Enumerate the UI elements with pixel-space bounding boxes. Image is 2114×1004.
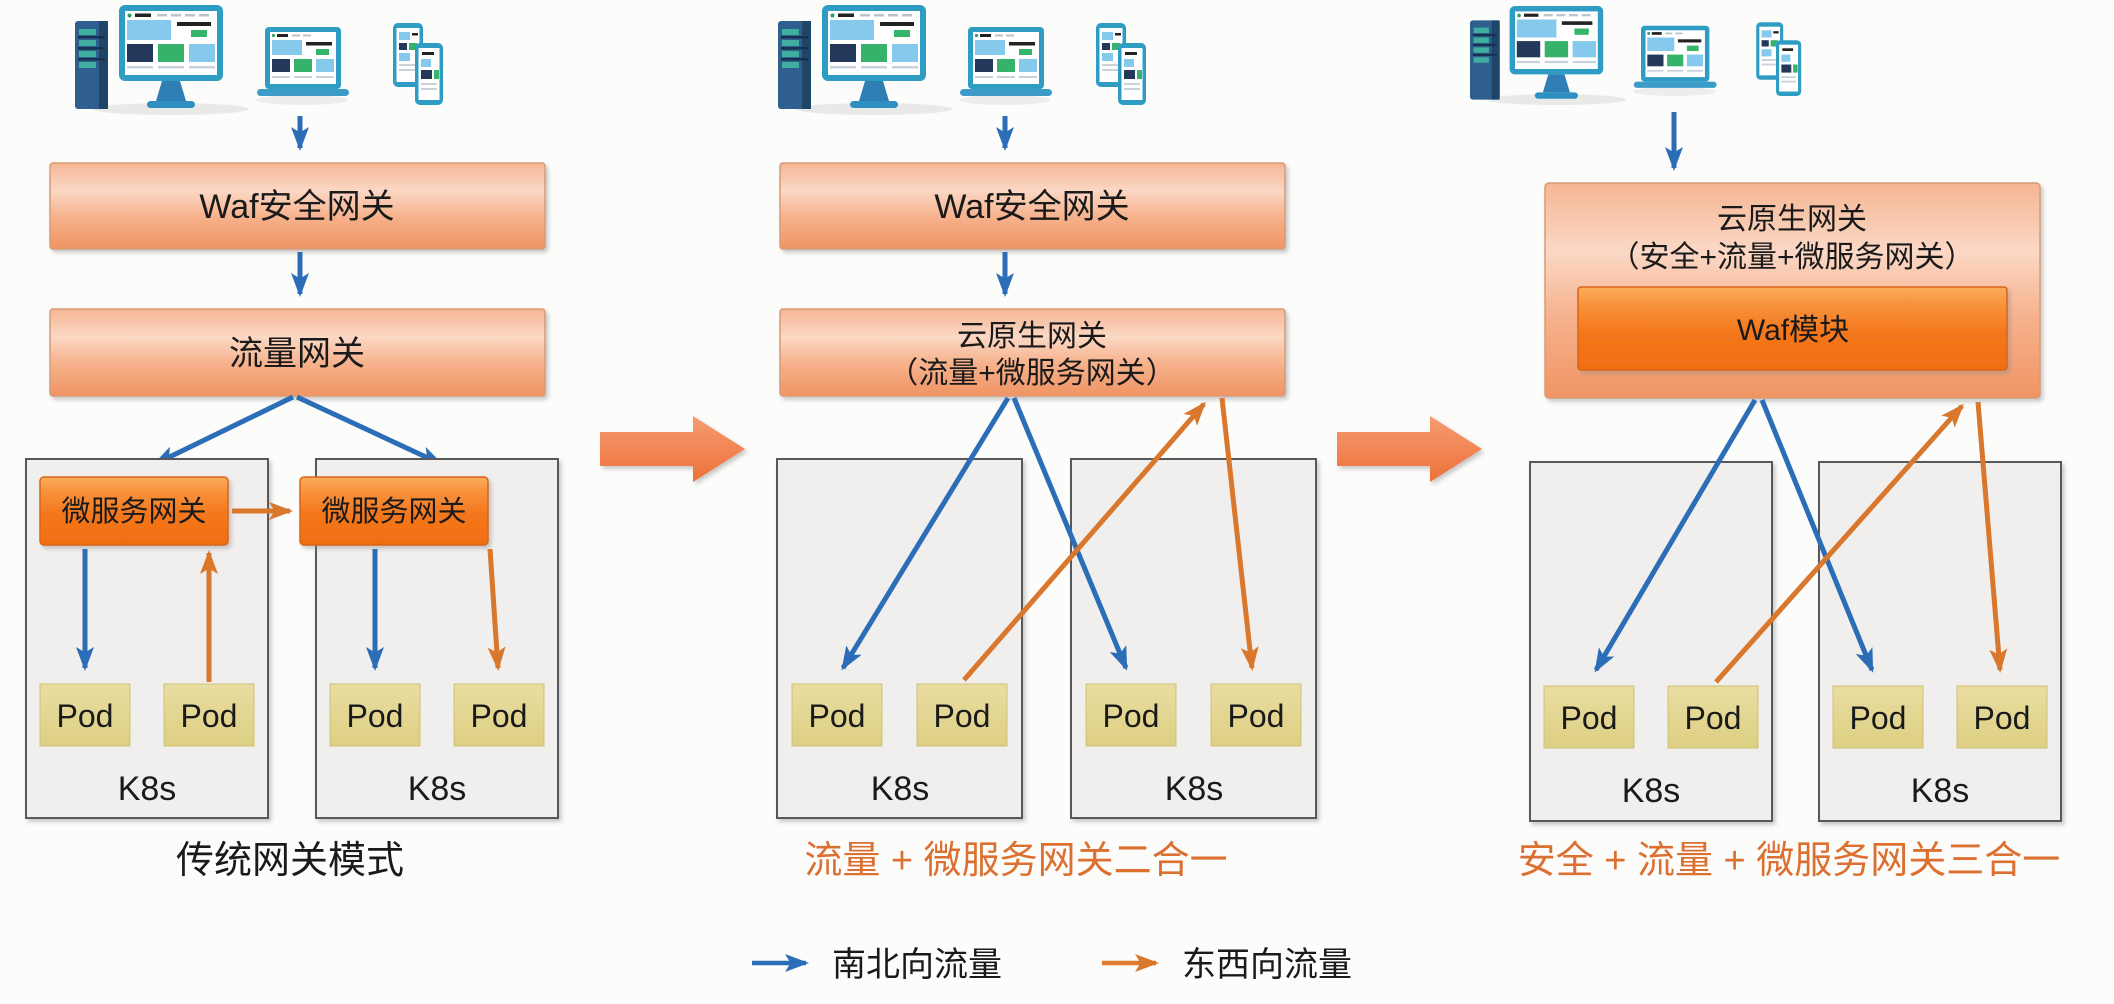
- waf-security-gateway-box: [49, 162, 546, 250]
- pod-label: Pod: [934, 698, 991, 734]
- north-south-arrow: [1593, 398, 1758, 673]
- panel-traditional: Waf安全网关 流量网关 微服务网关 微服务网关 Pod Pod Pod Pod…: [25, 5, 559, 882]
- pod-box: [1210, 683, 1302, 747]
- k8s-label: K8s: [118, 770, 177, 808]
- pod-label: Pod: [809, 698, 866, 734]
- micro-gateway-label: 微服务网关: [321, 495, 466, 528]
- cloud-native-gateway-label-line2: （安全+流量+微服务网关）: [1609, 241, 1974, 274]
- pod-box: [791, 683, 883, 747]
- east-west-arrow: [487, 548, 506, 671]
- waf-security-gateway-label: Waf安全网关: [934, 188, 1129, 226]
- micro-gateway-label: 微服务网关: [61, 495, 206, 528]
- pod-label: Pod: [57, 698, 114, 734]
- north-south-arrow: [295, 394, 444, 467]
- panel-three-in-one: 云原生网关 （安全+流量+微服务网关） Waf模块 Pod Pod Pod Po…: [1470, 6, 2062, 882]
- transition-arrow-icon: [1337, 416, 1482, 482]
- north-south-arrow: [840, 396, 1011, 671]
- pod-label: Pod: [1103, 698, 1160, 734]
- pod-box: [916, 683, 1008, 747]
- k8s-label: K8s: [1622, 772, 1681, 810]
- east-west-legend-label: 东西向流量: [1182, 946, 1352, 984]
- pod-box: [1832, 685, 1924, 749]
- client-devices-icon: [75, 5, 443, 115]
- k8s-label: K8s: [871, 770, 930, 808]
- pod-box: [329, 683, 421, 747]
- legend: 南北向流量 东西向流量: [752, 946, 1352, 984]
- pod-label: Pod: [181, 698, 238, 734]
- waf-module-box: [1577, 286, 2008, 371]
- pod-box: [39, 683, 131, 747]
- panel-caption: 安全 + 流量 + 微服务网关三合一: [1518, 840, 2061, 882]
- waf-security-gateway-label: Waf安全网关: [199, 188, 394, 226]
- panel-two-in-one: Waf安全网关 云原生网关 （流量+微服务网关） Pod Pod Pod Pod…: [776, 5, 1317, 882]
- north-south-arrow: [1759, 399, 1875, 673]
- pod-box: [1667, 685, 1759, 749]
- pod-label: Pod: [1685, 700, 1742, 736]
- k8s-cluster-box: [1529, 461, 1773, 822]
- k8s-label: K8s: [1165, 770, 1224, 808]
- pod-box: [163, 683, 255, 747]
- north-south-legend-label: 南北向流量: [832, 946, 1002, 984]
- traffic-gateway-label: 流量网关: [229, 335, 365, 373]
- pod-box: [453, 683, 545, 747]
- pod-label: Pod: [1974, 700, 2031, 736]
- cloud-native-gateway-label-line1: 云原生网关: [957, 320, 1107, 353]
- k8s-label: K8s: [1911, 772, 1970, 810]
- cloud-native-gateway-label-line2: （流量+微服务网关）: [888, 357, 1176, 390]
- client-devices-icon: [778, 5, 1146, 115]
- east-west-arrow: [1975, 401, 2008, 673]
- waf-security-gateway-box: [779, 162, 1286, 250]
- pod-label: Pod: [347, 698, 404, 734]
- micro-gateway-box: [299, 476, 489, 546]
- pod-label: Pod: [471, 698, 528, 734]
- pod-box: [1085, 683, 1177, 747]
- pod-label: Pod: [1561, 700, 1618, 736]
- east-west-arrow: [1219, 397, 1259, 671]
- cloud-native-gateway-label-line1: 云原生网关: [1717, 203, 1867, 236]
- k8s-label: K8s: [408, 770, 467, 808]
- panel-caption: 流量 + 微服务网关二合一: [804, 840, 1227, 882]
- pod-label: Pod: [1228, 698, 1285, 734]
- transition-arrow-icon: [600, 416, 745, 482]
- micro-gateway-box: [39, 476, 229, 546]
- panel-caption: 传统网关模式: [176, 840, 404, 882]
- north-south-arrow: [1011, 397, 1129, 671]
- pod-label: Pod: [1850, 700, 1907, 736]
- east-west-arrow: [962, 401, 1206, 682]
- waf-module-label: Waf模块: [1737, 314, 1849, 347]
- cloud-native-gateway-box: [779, 308, 1286, 397]
- north-south-arrow: [152, 394, 295, 467]
- pod-box: [1956, 685, 2048, 749]
- east-west-arrow: [1714, 403, 1964, 684]
- pod-box: [1543, 685, 1635, 749]
- k8s-cluster-box: [1818, 461, 2062, 822]
- client-devices-icon: [1470, 6, 1802, 106]
- k8s-cluster-box: [776, 458, 1023, 819]
